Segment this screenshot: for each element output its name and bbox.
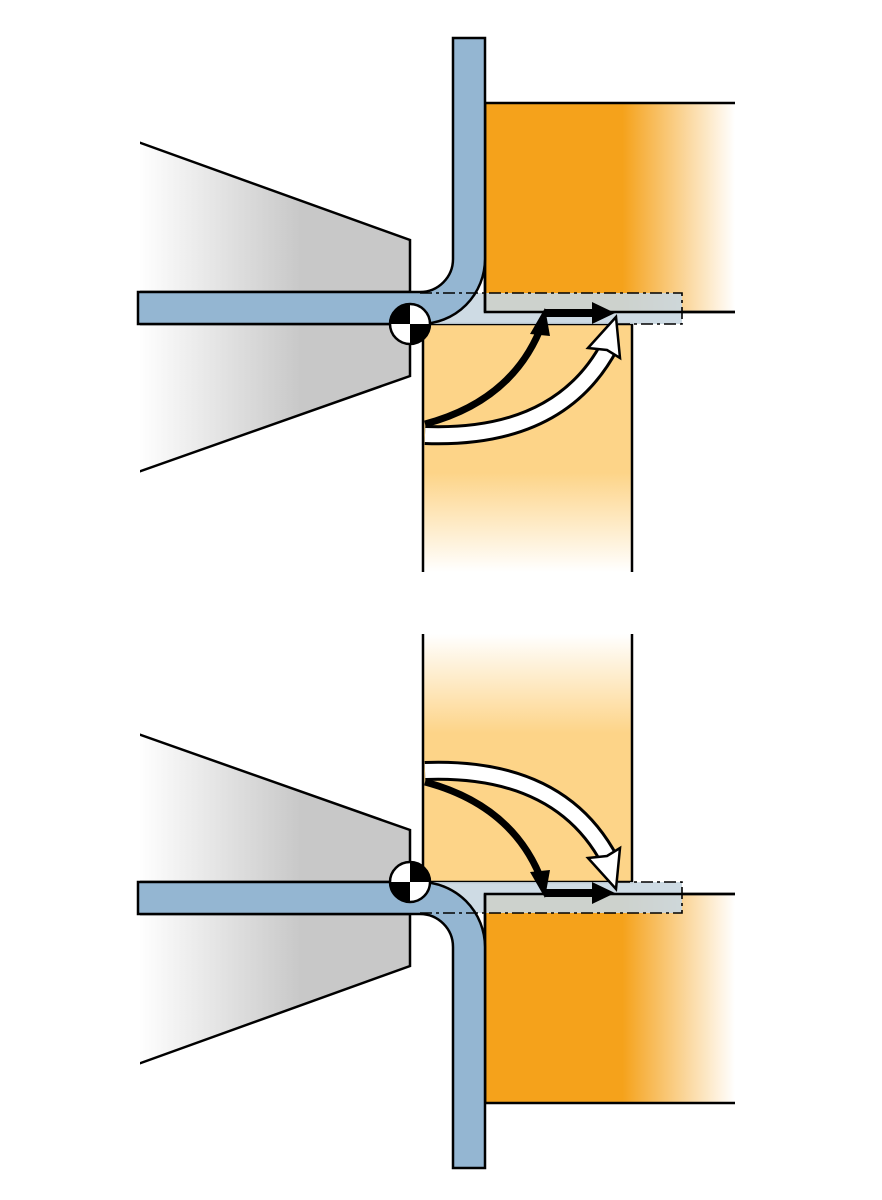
figure-top bbox=[130, 38, 735, 572]
figure-bottom bbox=[130, 634, 735, 1168]
